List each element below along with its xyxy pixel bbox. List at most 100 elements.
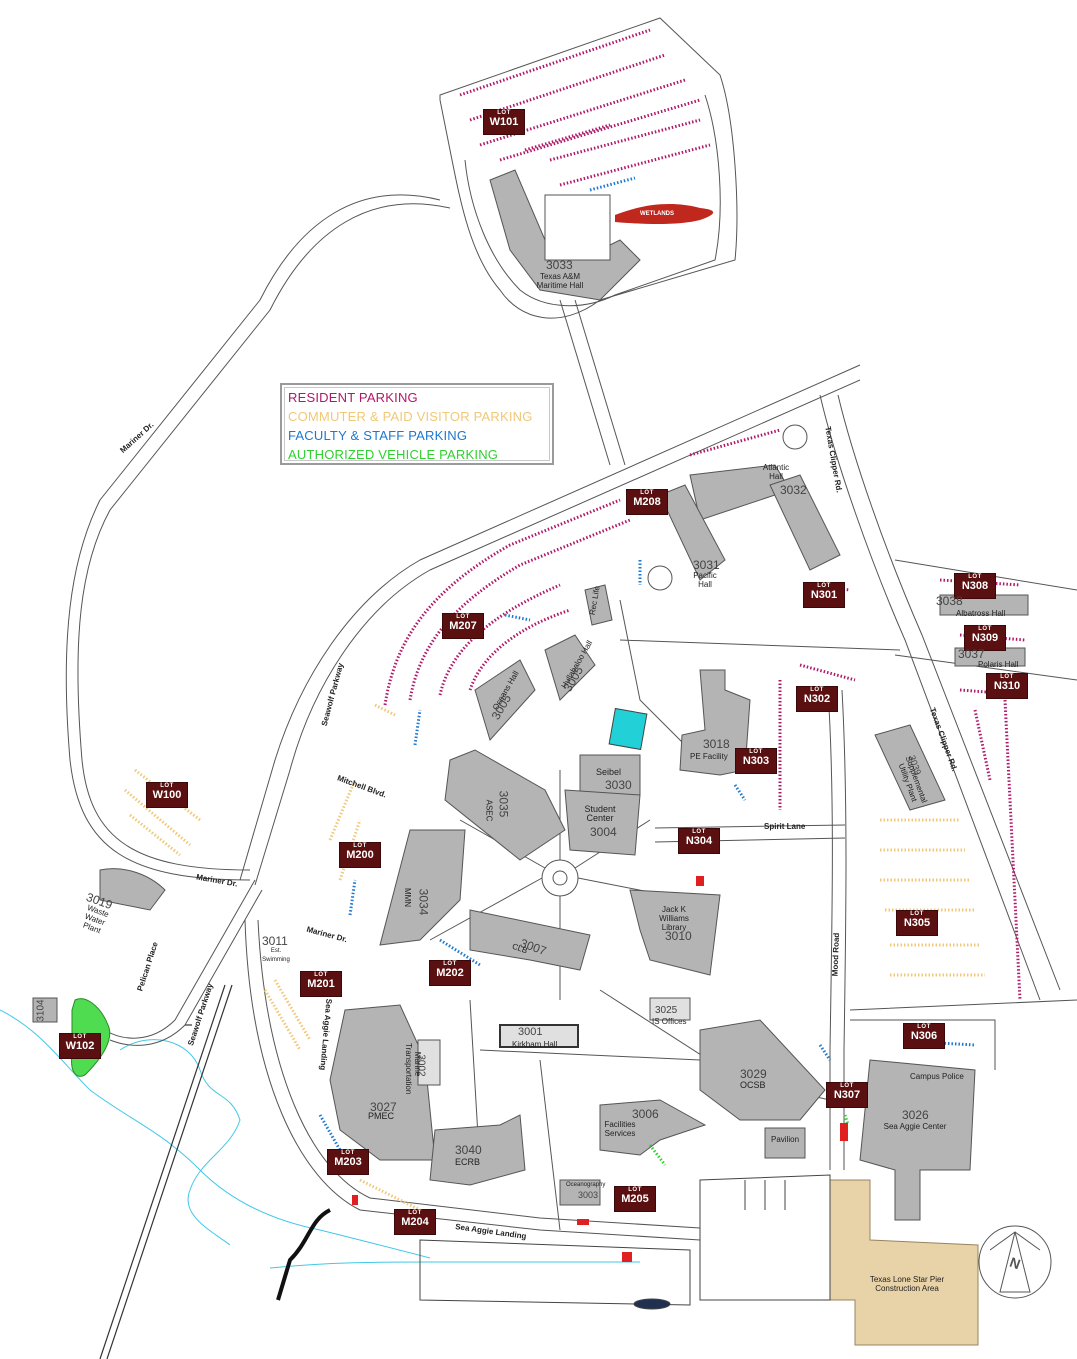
- pmec-number: 3027: [370, 1100, 397, 1114]
- pmec-label: PMEC: [368, 1111, 395, 1121]
- lot-id: M201: [307, 978, 335, 990]
- lot-id: N302: [803, 693, 831, 705]
- pier-construction-area: [829, 1179, 979, 1346]
- oceanography-label: Oceanography: [566, 1182, 606, 1188]
- lot-prefix: LOT: [73, 1034, 87, 1040]
- seibel-label: Seibel: [596, 767, 622, 777]
- maritime-hall-label: Texas A&M Maritime Hall: [536, 272, 584, 290]
- legend-commuter: COMMUTER & PAID VISITOR PARKING: [288, 409, 533, 424]
- is-offices-number: 3025: [655, 1005, 678, 1016]
- lot-prefix: LOT: [1000, 674, 1014, 680]
- pavilion-label: Pavilion: [771, 1135, 800, 1144]
- sea-aggie-center-number: 3026: [902, 1108, 929, 1122]
- parking-legend: RESIDENT PARKING COMMUTER & PAID VISITOR…: [280, 383, 554, 465]
- building-3104-number: 3104: [35, 999, 47, 1022]
- lot-prefix: LOT: [341, 1150, 355, 1156]
- railroad-tracks: [99, 984, 233, 1359]
- mmn-number: 3034: [416, 888, 431, 916]
- polaris-hall-label: Polaris Hall: [978, 660, 1019, 669]
- lot-prefix: LOT: [456, 614, 470, 620]
- lot-id: N304: [685, 835, 713, 847]
- restricted-markers: [352, 876, 848, 1262]
- seibel-number: 3030: [605, 778, 632, 792]
- lot-id: M200: [346, 849, 374, 861]
- polaris-hall-number: 3037: [958, 647, 985, 661]
- legend-authorized: AUTHORIZED VEHICLE PARKING: [288, 447, 499, 462]
- lot-id: M208: [633, 496, 661, 508]
- ecrb-label: ECRB: [455, 1157, 481, 1167]
- asec-number: 3035: [496, 790, 511, 818]
- shoreline-water: [0, 1009, 640, 1269]
- lot-id: M204: [401, 1216, 429, 1228]
- is-offices-label: IS Offices: [652, 1017, 687, 1026]
- lot-id: W102: [65, 1040, 95, 1052]
- library-label: Jack K Williams Library: [659, 905, 689, 932]
- legend-faculty: FACULTY & STAFF PARKING: [288, 428, 468, 443]
- asec-label: ASEC: [484, 799, 494, 822]
- atlantic-hall-label: Atlantic Hall: [762, 463, 790, 481]
- waterfront-features: [276, 1174, 831, 1310]
- pacific-hall-number: 3031: [693, 558, 720, 572]
- campus-police-label: Campus Police: [910, 1072, 964, 1081]
- lot-prefix: LOT: [160, 783, 174, 789]
- lot-id: N307: [833, 1089, 861, 1101]
- lot-prefix: LOT: [640, 490, 654, 496]
- lot-id: M205: [621, 1193, 649, 1205]
- albatross-hall-number: 3038: [936, 594, 963, 608]
- lot-prefix: LOT: [968, 574, 982, 580]
- facilities-number: 3006: [632, 1107, 659, 1121]
- authorized-parking-stalls: [648, 1114, 850, 1166]
- facilities-label: Facilities Services: [604, 1120, 636, 1138]
- student-center-label: Student Center: [584, 804, 616, 823]
- roads: [65, 17, 1077, 1241]
- ocsb-label: OCSB: [740, 1080, 766, 1090]
- kirkham-hall-label: Kirkham Hall: [512, 1040, 558, 1049]
- lot-prefix: LOT: [978, 626, 992, 632]
- lot-id: N306: [910, 1030, 938, 1042]
- transportation-label: Marine Transportation: [404, 1043, 422, 1095]
- legend-inner-border: [284, 387, 550, 461]
- faculty-parking-stalls: [318, 176, 976, 1151]
- pe-facility-label: PE Facility: [690, 752, 728, 761]
- lot-prefix: LOT: [840, 1083, 854, 1089]
- library-number: 3010: [665, 929, 692, 943]
- lot-prefix: LOT: [817, 583, 831, 589]
- lot-prefix: LOT: [749, 749, 763, 755]
- lot-id: N310: [993, 680, 1021, 692]
- student-center-number: 3004: [590, 825, 617, 839]
- lot-id: N309: [971, 632, 999, 644]
- pier-construction-label: Texas Lone Star Pier Construction Area: [869, 1275, 945, 1293]
- lot-prefix: LOT: [353, 843, 367, 849]
- ecrb-number: 3040: [455, 1143, 482, 1157]
- pe-facility-number: 3018: [703, 737, 730, 751]
- buildings: [32, 169, 1029, 1221]
- sea-aggie-center-label: Sea Aggie Center: [883, 1122, 947, 1131]
- atlantic-hall-number: 3032: [780, 483, 807, 497]
- spirit-lane-label: Spirit Lane: [764, 822, 806, 831]
- lot-id: M207: [449, 620, 477, 632]
- lot-id: N308: [961, 580, 989, 592]
- est-label: Est. Swimming: [262, 948, 290, 963]
